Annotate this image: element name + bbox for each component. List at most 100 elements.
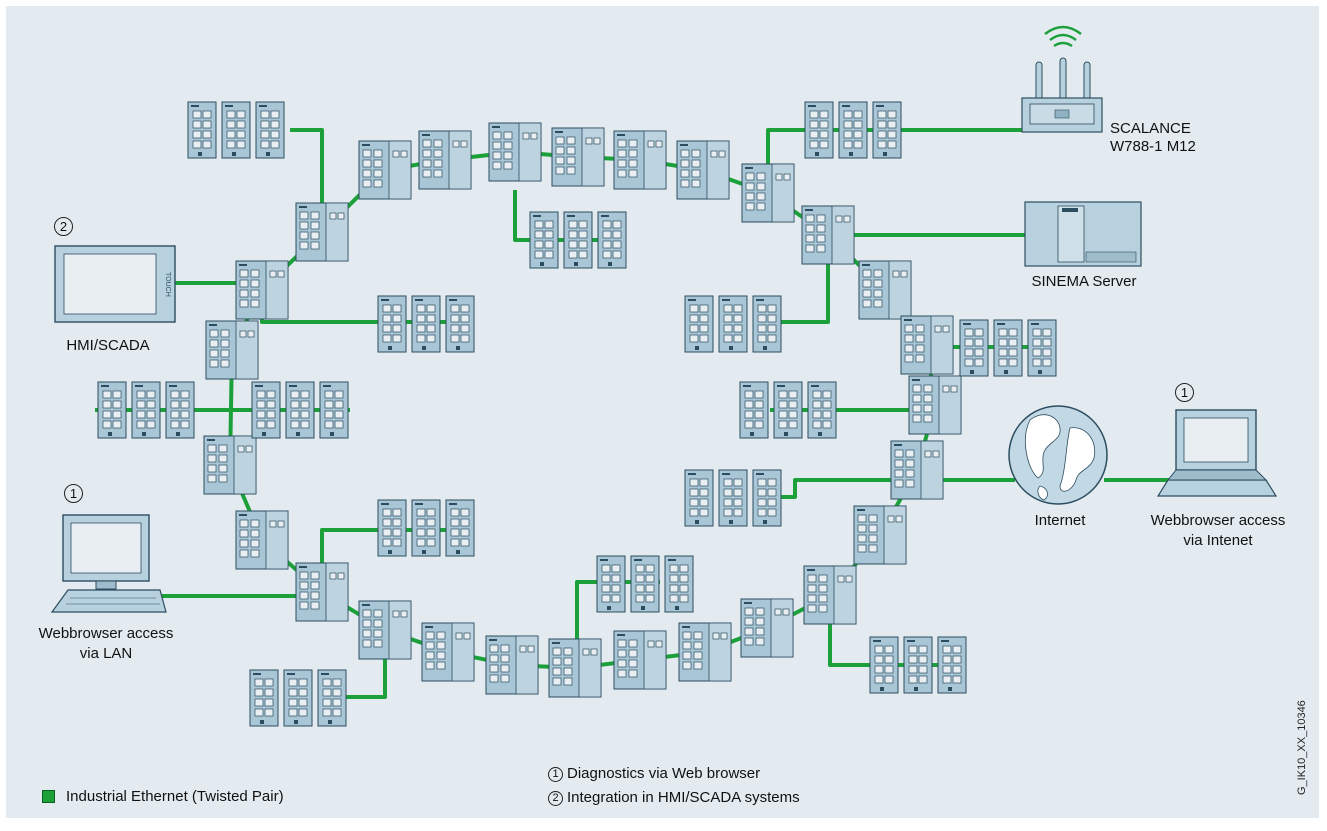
switch-module	[993, 319, 1023, 377]
switch-module	[249, 669, 279, 727]
switch-module	[596, 555, 626, 613]
laptop-web-internet	[1156, 409, 1278, 497]
ring-switch	[803, 565, 857, 625]
ring-switch	[235, 510, 289, 570]
ring-switch	[801, 205, 855, 265]
switch-module	[445, 295, 475, 353]
legend-note-1-number: 1	[548, 767, 563, 782]
switch-module	[255, 101, 285, 159]
ring-switch	[908, 375, 962, 435]
ring-switch	[418, 130, 472, 190]
ring-switch	[741, 163, 795, 223]
switch-module	[411, 499, 441, 557]
scalance-w788-access-point	[1021, 25, 1103, 133]
switch-module	[597, 211, 627, 269]
ethernet-link	[770, 250, 830, 324]
switch-module	[752, 295, 782, 353]
switch-module	[807, 381, 837, 439]
web-internet-label-line2: via Intenet	[1183, 532, 1253, 549]
ring-switch	[678, 622, 732, 682]
ethernet-link	[290, 128, 324, 210]
switch-module	[165, 381, 195, 439]
switch-module	[131, 381, 161, 439]
ring-switch	[488, 122, 542, 182]
legend-note-2-text: Integration in HMI/SCADA systems	[567, 789, 800, 806]
switch-module	[684, 469, 714, 527]
ethernet-link	[513, 190, 610, 242]
legend-ethernet-swatch	[42, 790, 55, 803]
switch-module	[937, 636, 967, 694]
switch-module	[283, 669, 313, 727]
scalance-label-line2: W788-1 M12	[1110, 138, 1196, 155]
ring-switch	[740, 598, 794, 658]
web-lan-label-line2: via LAN	[79, 645, 133, 662]
ring-switch	[295, 562, 349, 622]
image-code: G_IK10_XX_10346	[1296, 700, 1308, 795]
ring-switch	[676, 140, 730, 200]
network-devices: TOUCH	[50, 25, 1278, 613]
switch-module	[1027, 319, 1057, 377]
switch-module	[563, 211, 593, 269]
ring-switch	[900, 315, 954, 375]
switch-module	[903, 636, 933, 694]
pc-web-lan	[50, 514, 167, 613]
switch-module	[187, 101, 217, 159]
switch-module	[664, 555, 694, 613]
scalance-label-line1: SCALANCE	[1110, 120, 1191, 137]
sinema-label: SINEMA Server	[1031, 273, 1137, 290]
legend-note-2-number: 2	[548, 791, 563, 806]
ethernet-link	[766, 128, 1025, 170]
ring-switch	[203, 435, 257, 495]
ring-switch	[613, 130, 667, 190]
switch-module	[773, 381, 803, 439]
switch-module	[872, 101, 902, 159]
ring-switch	[235, 260, 289, 320]
ring-switch	[858, 260, 912, 320]
switch-module	[739, 381, 769, 439]
hmi-panel: TOUCH	[54, 245, 176, 323]
hmi-label: HMI/SCADA	[66, 337, 150, 354]
switch-module	[959, 319, 989, 377]
switch-module	[684, 295, 714, 353]
marker-1-lan: 1	[64, 484, 83, 503]
switch-module	[377, 295, 407, 353]
switch-module	[285, 381, 315, 439]
ring-switch	[613, 630, 667, 690]
internet-globe	[1008, 405, 1108, 505]
ring-switch	[548, 638, 602, 698]
web-lan-label-line1: Webbrowser access	[38, 625, 174, 642]
ethernet-link	[228, 150, 937, 670]
sinema-server	[1024, 201, 1142, 267]
switches-layer	[97, 101, 1057, 727]
marker-1-internet: 1	[1175, 383, 1194, 402]
switch-module	[804, 101, 834, 159]
switch-module	[251, 381, 281, 439]
hmi-touch-text: TOUCH	[164, 272, 171, 297]
switch-module	[718, 469, 748, 527]
ring-switch	[853, 505, 907, 565]
legend-note-1-text: Diagnostics via Web browser	[567, 765, 761, 782]
switch-module	[319, 381, 349, 439]
switch-module	[445, 499, 475, 557]
switch-module	[630, 555, 660, 613]
switch-module	[869, 636, 899, 694]
ring-switch	[421, 622, 475, 682]
switch-module	[529, 211, 559, 269]
ring-switch	[890, 440, 944, 500]
switch-module	[221, 101, 251, 159]
web-internet-label-line1: Webbrowser access	[1150, 512, 1286, 529]
marker-2-hmi: 2	[54, 217, 73, 236]
switch-module	[718, 295, 748, 353]
switch-module	[97, 381, 127, 439]
ring-switch	[551, 127, 605, 187]
switch-module	[752, 469, 782, 527]
ring-switch	[295, 202, 349, 262]
ring-switch	[205, 320, 259, 380]
ring-switch	[358, 600, 412, 660]
switch-module	[838, 101, 868, 159]
ethernet-link	[770, 478, 917, 499]
switch-module	[411, 295, 441, 353]
internet-label: Internet	[1034, 512, 1086, 529]
